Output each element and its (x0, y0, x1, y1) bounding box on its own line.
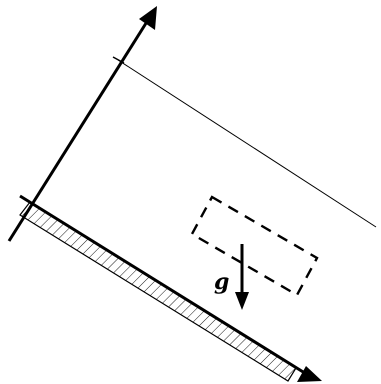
incline-x-axis (19, 194, 309, 377)
hatched-ground (19, 201, 297, 382)
y-axis-arrowhead (139, 6, 157, 30)
x-axis-arrowhead (297, 366, 322, 382)
parallel-surface-line (117, 59, 377, 228)
dashed-body (190, 195, 319, 297)
gravity-label: g (214, 269, 229, 295)
gravity-arrowhead (235, 292, 249, 310)
y-axis (7, 19, 150, 242)
